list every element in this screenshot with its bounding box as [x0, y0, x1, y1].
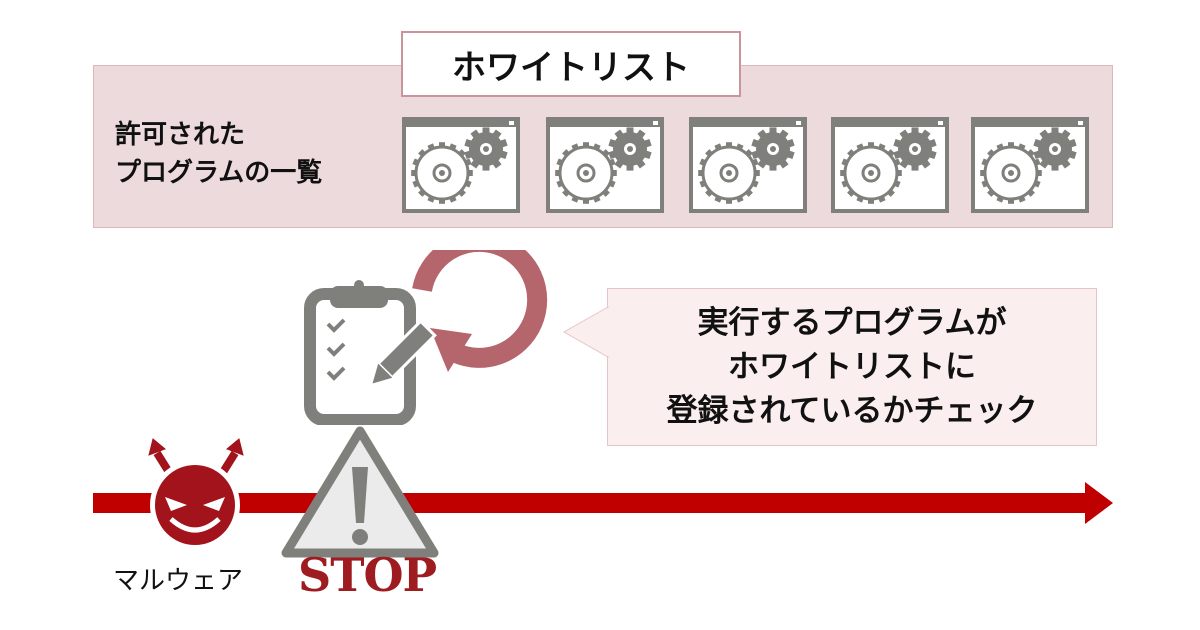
stop-label: STOP	[298, 548, 437, 602]
label-line-2: プログラムの一覧	[115, 158, 323, 188]
check-callout: 実行するプログラムが ホワイトリストに 登録されているかチェック	[607, 288, 1097, 446]
label-line-1: 許可された	[115, 120, 246, 150]
malware-devil-icon	[148, 438, 244, 550]
program-window-icon	[546, 117, 664, 213]
cycle-arrow-icon	[412, 250, 548, 372]
program-window-icon	[689, 117, 807, 213]
warning-triangle-icon	[281, 426, 439, 558]
program-window-icon	[831, 117, 949, 213]
callout-pointer	[562, 306, 610, 358]
program-window-icon	[402, 117, 520, 213]
allowed-programs-label: 許可された プログラムの一覧	[115, 116, 322, 192]
callout-line-2: ホワイトリストに	[728, 349, 976, 385]
malware-label: マルウェア	[113, 566, 244, 596]
program-window-icon	[971, 117, 1089, 213]
callout-line-1: 実行するプログラムが	[697, 305, 1007, 341]
whitelist-title: ホワイトリスト	[401, 31, 741, 97]
clipboard-check-icon	[304, 280, 437, 425]
callout-line-3: 登録されているかチェック	[666, 393, 1038, 429]
